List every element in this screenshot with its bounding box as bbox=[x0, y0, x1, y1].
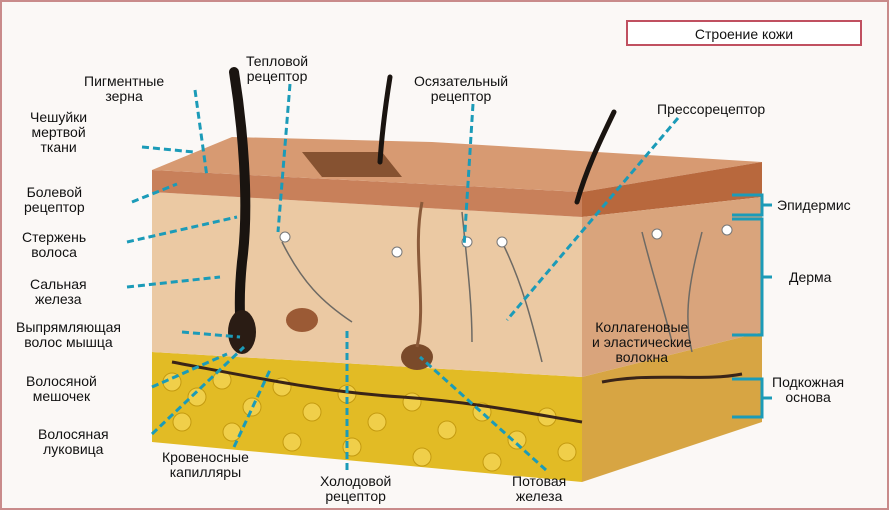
label-epidermis: Эпидермис bbox=[777, 198, 851, 213]
label-dermis: Дерма bbox=[789, 270, 831, 285]
label-pain: Болевой рецептор bbox=[24, 185, 85, 215]
label-subcutaneous: Подкожная основа bbox=[772, 375, 844, 405]
label-scales: Чешуйки мертвой ткани bbox=[30, 110, 87, 155]
label-capillaries: Кровеносные капилляры bbox=[162, 450, 249, 480]
label-sweat: Потовая железа bbox=[512, 474, 566, 504]
label-muscle: Выпрямляющая волос мышца bbox=[16, 320, 121, 350]
diagram-title: Строение кожи bbox=[628, 26, 860, 42]
label-sebaceous: Сальная железа bbox=[30, 277, 87, 307]
label-pressure: Прессорецептор bbox=[657, 102, 765, 117]
leader-scales bbox=[142, 147, 194, 152]
label-shaft: Стержень волоса bbox=[22, 230, 86, 260]
label-collagen: Коллагеновые и эластические волокна bbox=[592, 320, 692, 365]
dermis-front bbox=[152, 192, 582, 377]
sebaceous-gland bbox=[286, 308, 318, 332]
title-box: Строение кожи bbox=[626, 20, 862, 46]
label-bulb: Волосяная луковица bbox=[38, 427, 109, 457]
label-pigment: Пигментные зерна bbox=[84, 74, 164, 104]
label-follicle: Волосяной мешочек bbox=[26, 374, 97, 404]
label-heat: Тепловой рецептор bbox=[246, 54, 308, 84]
label-cold: Холодовой рецептор bbox=[320, 474, 391, 504]
label-touch: Осязательный рецептор bbox=[414, 74, 508, 104]
